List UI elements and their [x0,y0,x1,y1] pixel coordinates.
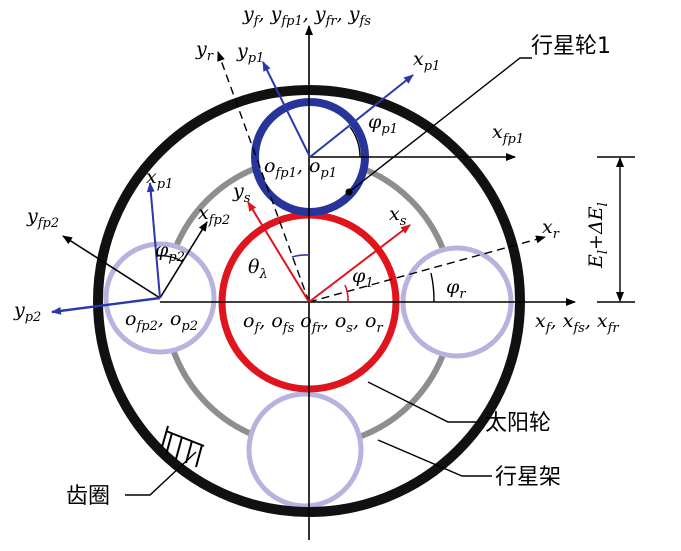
label-ofp2: ofp2, op2 [125,308,198,334]
yfp2-axis [62,235,161,299]
planet-bottom [246,391,364,509]
label-xp1-left: xp1 [146,166,173,192]
label-xs: xs [389,203,407,229]
label-xfp1: xfp1 [492,121,524,147]
leader-sun [367,381,480,423]
label-yfp2: yfp2 [26,205,59,231]
label-xp1-top: xp1 [413,48,440,74]
ys-axis [247,201,310,303]
xs-axis [308,224,411,303]
label-phir: φr [446,276,466,302]
leader-planet1 [345,57,532,196]
label-y-top: yf, yfp1, yfr, yfs [242,3,371,29]
ground-symbol [161,425,205,468]
yr-axis [217,51,310,303]
label-xfp2: xfp2 [198,202,230,228]
label-x-right: xf, xfs, xfr [535,310,619,336]
xp1-axis-top [309,74,414,158]
label-ys: ys [232,180,251,206]
phi1-arc [344,284,349,303]
phi-p2-arc [155,255,184,263]
label-phi1: φ1 [352,265,374,291]
phir-arc [430,272,435,303]
label-yp1: yp1 [236,40,264,66]
theta-arc [291,254,310,258]
label-ofp1: ofp1, op1 [264,155,337,181]
callout-carrier: 行星架 [495,465,561,490]
xfp2-axis [159,221,208,299]
label-phi-p2: φp2 [155,239,185,265]
label-phi-p1: φp1 [368,111,398,137]
label-dimension: El+ΔEl [585,202,611,269]
xp1-axis-left [146,182,161,299]
label-theta: θλ [248,256,268,282]
yp1-axis [262,61,311,158]
callout-planet1: 行星轮1 [531,34,611,59]
callout-sun: 太阳轮 [485,411,551,436]
xr-axis [308,235,546,303]
label-xr: xr [542,216,560,242]
leader-ring [125,451,197,496]
phi-p1-arc [349,126,361,158]
leader-carrier [377,439,492,477]
label-yp2: yp2 [13,299,41,325]
callout-ring: 齿圈 [66,484,110,509]
yp2-axis [51,296,161,315]
label-yr: yr [195,38,214,64]
